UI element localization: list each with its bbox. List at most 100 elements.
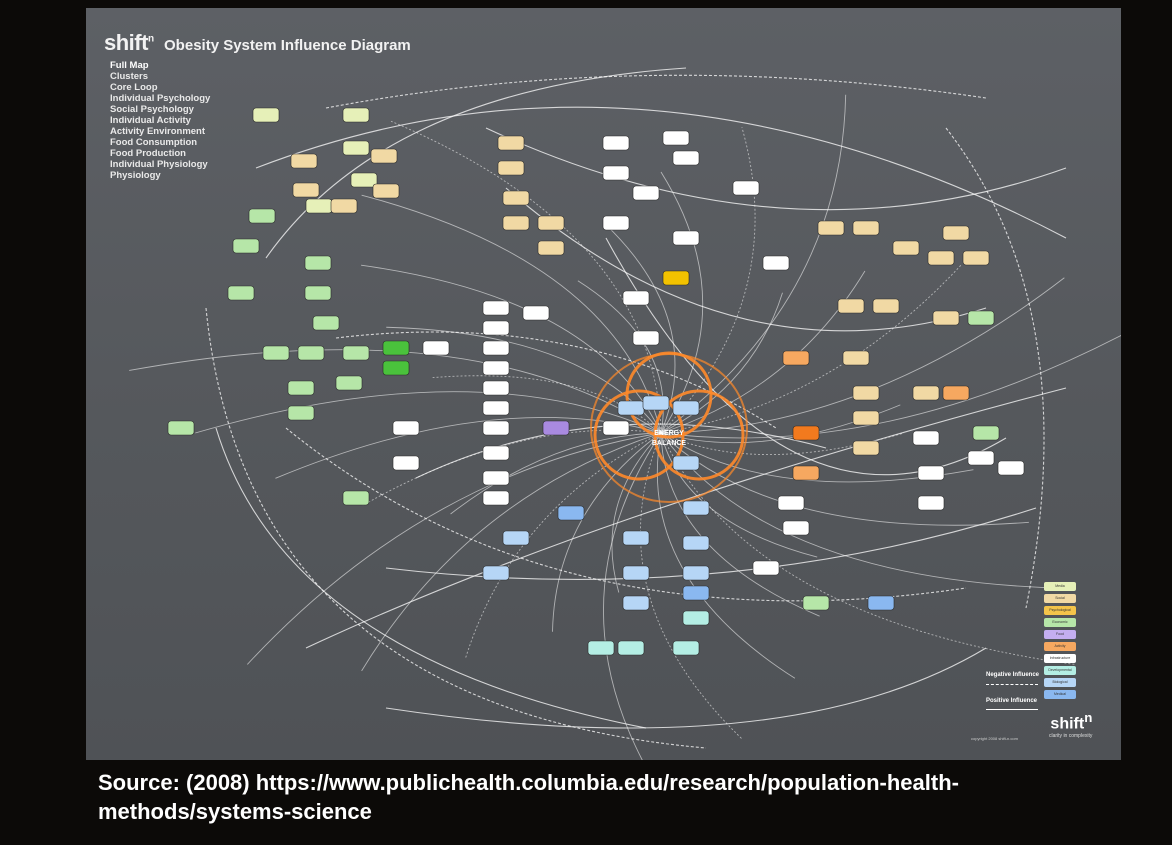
influence-edge [660, 334, 1121, 439]
influence-node [837, 298, 865, 314]
influence-node [587, 640, 615, 656]
influence-node [672, 230, 700, 246]
footer-brand: shiftn clarity in complexity [1049, 710, 1092, 739]
influence-edge [660, 432, 1065, 589]
influence-node [792, 425, 820, 441]
influence-node [867, 595, 895, 611]
influence-node [482, 565, 510, 581]
influence-edge [660, 292, 783, 434]
negative-influence-label: Negative Influence [986, 672, 1040, 678]
influence-node [852, 410, 880, 426]
influence-node [248, 208, 276, 224]
copyright-note: copyright 2008 shift-n.com [971, 736, 1018, 741]
influence-node [732, 180, 760, 196]
influence-node [602, 420, 630, 436]
influence-node [672, 455, 700, 471]
menu-item-activity-environment[interactable]: Activity Environment [110, 126, 206, 137]
negative-influence-arrow [986, 684, 1038, 685]
influence-node [682, 585, 710, 601]
influence-node [792, 465, 820, 481]
influence-node [617, 400, 645, 416]
menu-item-individual-activity[interactable]: Individual Activity [110, 115, 191, 126]
core-loop-ring [593, 389, 685, 481]
influence-node [482, 320, 510, 336]
influence-node [917, 465, 945, 481]
influence-node [782, 350, 810, 366]
influence-node [997, 460, 1025, 476]
menu-item-core-loop[interactable]: Core Loop [110, 82, 158, 93]
brand-header: shiftn Obesity System Influence Diagram [104, 30, 411, 56]
menu-item-individual-physiology[interactable]: Individual Physiology [110, 159, 208, 170]
menu-item-physiology[interactable]: Physiology [110, 170, 161, 181]
influence-edge [305, 387, 1067, 649]
legend-economic: Economic [1044, 618, 1076, 627]
influence-node [852, 385, 880, 401]
influence-node [632, 185, 660, 201]
influence-edge [205, 307, 707, 749]
influence-node [335, 375, 363, 391]
influence-node [502, 215, 530, 231]
influence-node [502, 190, 530, 206]
influence-node [782, 520, 810, 536]
influence-node [372, 183, 400, 199]
influence-edge [660, 127, 756, 434]
legend-social: Social [1044, 594, 1076, 603]
influence-edge [255, 106, 1067, 239]
influence-node [342, 345, 370, 361]
diagram-title: Obesity System Influence Diagram [164, 37, 411, 54]
influence-node [297, 345, 325, 361]
influence-node [917, 495, 945, 511]
menu-item-clusters[interactable]: Clusters [110, 71, 149, 82]
influence-node [382, 360, 410, 376]
legend-developmental: Developmental [1044, 666, 1076, 675]
influence-node [892, 240, 920, 256]
core-loop-ring [653, 389, 745, 481]
influence-node [852, 220, 880, 236]
influence-edge [552, 432, 662, 632]
influence-edge [361, 194, 662, 434]
influence-node [622, 565, 650, 581]
influence-node [777, 495, 805, 511]
influence-node [932, 310, 960, 326]
menu-item-food-production[interactable]: Food Production [110, 148, 186, 159]
influence-node [290, 153, 318, 169]
influence-edge [660, 432, 818, 558]
menu-item-food-consumption[interactable]: Food Consumption [110, 137, 198, 148]
influence-node [557, 505, 585, 521]
influence-node [482, 445, 510, 461]
influence-node [942, 385, 970, 401]
influence-node [622, 595, 650, 611]
influence-edge [265, 67, 687, 259]
influence-edge [325, 74, 987, 109]
influence-node [305, 198, 333, 214]
menu-item-full-map[interactable]: Full Map [110, 60, 149, 71]
influence-edge [945, 127, 1045, 609]
menu-item-social-psychology[interactable]: Social Psychology [110, 104, 194, 115]
influence-node [522, 305, 550, 321]
influence-edge [450, 432, 662, 515]
influence-node [482, 380, 510, 396]
influence-node [330, 198, 358, 214]
core-loop-ring [590, 353, 748, 503]
influence-node [972, 425, 1000, 441]
influence-node [672, 400, 700, 416]
influence-node [752, 560, 780, 576]
legend-biological: Biological [1044, 678, 1076, 687]
influence-node [392, 455, 420, 471]
influence-node [872, 298, 900, 314]
influence-node [967, 450, 995, 466]
influence-node [602, 215, 630, 231]
influence-node [482, 470, 510, 486]
influence-node [287, 380, 315, 396]
influence-node [662, 130, 690, 146]
menu-item-individual-psychology[interactable]: Individual Psychology [110, 93, 211, 104]
influence-edge [432, 375, 662, 434]
influence-node [542, 420, 570, 436]
influence-node [502, 530, 530, 546]
influence-node [912, 385, 940, 401]
influence-edge [605, 237, 1007, 476]
influence-node [312, 315, 340, 331]
influence-node [642, 395, 670, 411]
